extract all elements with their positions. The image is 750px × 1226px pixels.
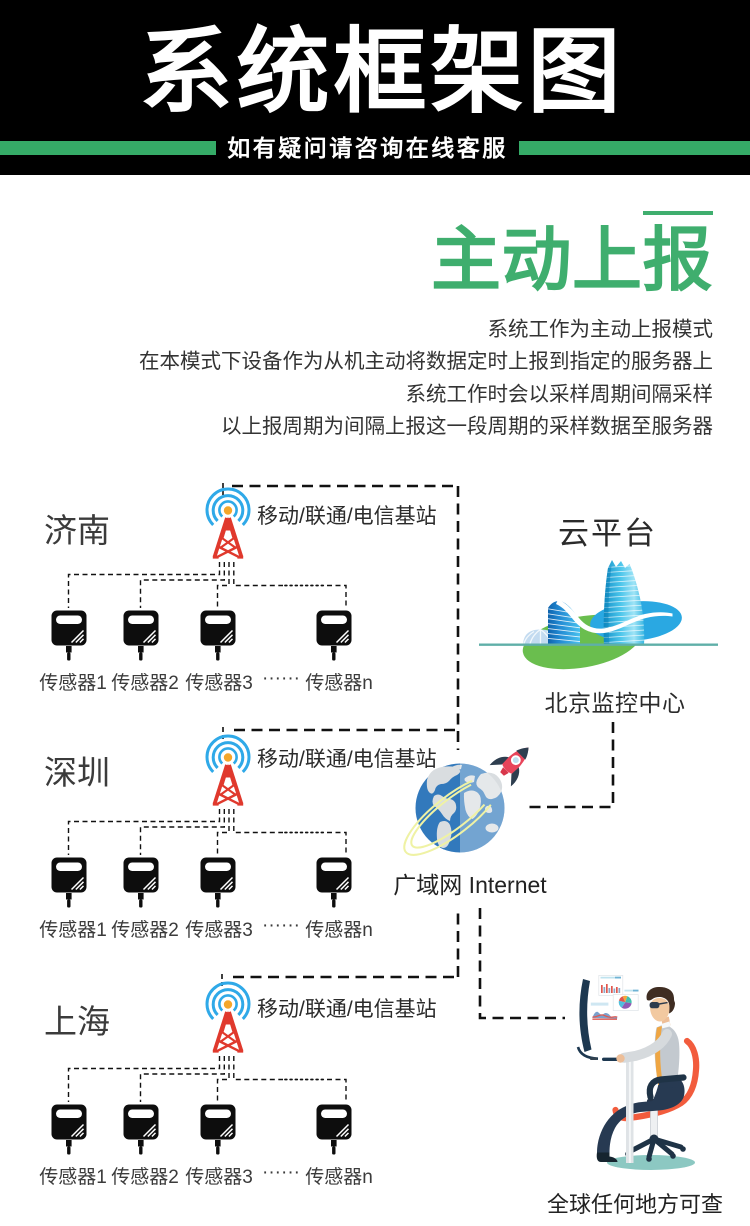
sensor-icon — [123, 857, 159, 909]
sensor-label: 传感器3 — [185, 1167, 253, 1188]
sensor-label: 传感器n — [305, 673, 373, 694]
description-line: 系统工作为主动上报模式 — [487, 318, 714, 341]
page-title: 系统框架图 — [139, 20, 625, 124]
cell-tower-icon — [204, 734, 252, 806]
sensor-icon — [200, 610, 236, 662]
header-band-right — [519, 141, 750, 155]
sensor-label: 传感器3 — [185, 673, 253, 694]
person-at-computer-icon — [557, 963, 707, 1175]
sensor-label: 传感器n — [305, 920, 373, 941]
station-label: 移动/联通/电信基站 — [257, 748, 437, 771]
section-title-overline — [643, 211, 713, 215]
sensor-icon — [316, 1104, 352, 1156]
sensor-label: 传感器n — [305, 1167, 373, 1188]
cloud-platform-title: 云平台 — [558, 516, 657, 551]
sensor-label: 传感器1 — [39, 1167, 107, 1188]
sensor-icon — [200, 857, 236, 909]
cell-tower-icon — [204, 487, 252, 559]
sensor-icon — [123, 610, 159, 662]
sensor-label: 传感器2 — [111, 1167, 179, 1188]
sensor-icon — [51, 857, 87, 909]
station-label: 移动/联通/电信基站 — [257, 505, 437, 528]
sensor-label: 传感器1 — [39, 673, 107, 694]
monitoring-center-label: 北京监控中心 — [544, 690, 686, 716]
description-line: 以上报周期为间隔上报这一段周期的采样数据至服务器 — [221, 414, 713, 438]
cloud-city-icon — [473, 555, 723, 672]
client-label: 全球任何地方可查 — [546, 1192, 723, 1217]
description-line: 系统工作时会以采样周期间隔采样 — [405, 382, 714, 406]
sensor-icon — [316, 857, 352, 909]
sensor-icon — [51, 610, 87, 662]
ellipsis-label: ······ — [262, 1162, 300, 1183]
cell-tower-icon — [204, 981, 252, 1053]
header: 系统框架图 如有疑问请咨询在线客服 — [0, 0, 750, 175]
ellipsis-label: ······ — [262, 668, 300, 689]
sensor-label: 传感器2 — [111, 920, 179, 941]
sensor-label: 传感器3 — [185, 920, 253, 941]
city-label-shenzhen: 深圳 — [44, 754, 110, 791]
header-band-left — [0, 141, 216, 155]
sensor-label: 传感器1 — [39, 920, 107, 941]
sensor-icon — [51, 1104, 87, 1156]
sensor-icon — [123, 1104, 159, 1156]
sensor-icon — [200, 1104, 236, 1156]
sensor-icon — [316, 610, 352, 662]
ellipsis-label: ······ — [262, 915, 300, 936]
section-description: 系统工作为主动上报模式 在本模式下设备作为从机主动将数据定时上报到指定的服务器上… — [0, 314, 713, 443]
description-line: 在本模式下设备作为从机主动将数据定时上报到指定的服务器上 — [139, 350, 713, 374]
connector-globe-to-client — [478, 908, 565, 1020]
city-label-shanghai: 上海 — [44, 1003, 110, 1040]
city-label-jinan: 济南 — [44, 512, 110, 549]
sensor-label: 传感器2 — [111, 673, 179, 694]
header-banner-text: 如有疑问请咨询在线客服 — [227, 135, 508, 161]
section-title: 主动上报 — [431, 221, 713, 299]
station-label: 移动/联通/电信基站 — [257, 998, 437, 1021]
internet-label: 广域网 Internet — [393, 872, 547, 898]
